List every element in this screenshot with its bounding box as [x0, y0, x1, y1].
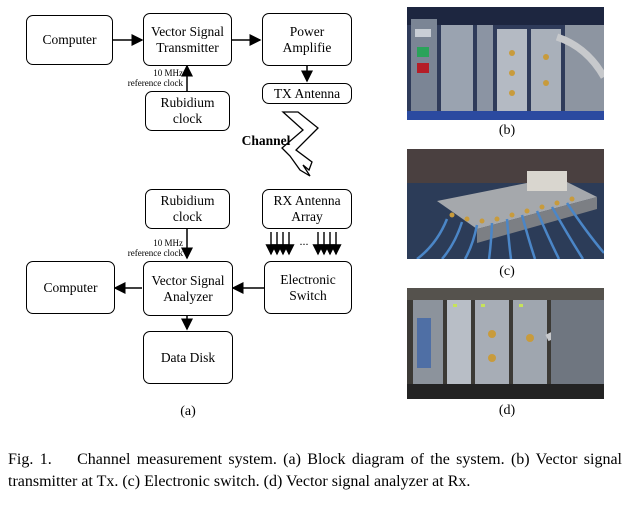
- ref-clock-rx-note: 10 MHz reference clock: [127, 238, 183, 258]
- computer-rx-box: Computer: [26, 261, 115, 314]
- rx-antenna-array-box: RX Antenna Array: [262, 189, 352, 229]
- vector-signal-analyzer-box: Vector Signal Analyzer: [143, 261, 233, 316]
- vsa-label: Vector Signal Analyzer: [151, 272, 225, 304]
- computer-tx-label: Computer: [42, 32, 97, 47]
- data-disk-box: Data Disk: [143, 331, 233, 384]
- electronic-switch-box: Electronic Switch: [264, 261, 352, 314]
- photo-d-label: (d): [498, 403, 516, 418]
- channel-lightning-arrow: [281, 111, 319, 177]
- channel-label: Channel: [241, 133, 291, 148]
- figure-caption: Fig. 1. Channel measurement system. (a) …: [8, 451, 626, 490]
- panel-a-label: (a): [180, 404, 196, 419]
- computer-tx-box: Computer: [26, 15, 113, 65]
- rubidium-rx-label: Rubidium clock: [160, 193, 215, 224]
- antenna-bundle-arrows: [265, 232, 342, 256]
- tx-antenna-box: TX Antenna: [262, 83, 352, 104]
- photo-vector-signal-transmitter: [407, 7, 604, 120]
- rx-antenna-label: RX Antenna Array: [273, 193, 341, 224]
- rubidium-tx-label: Rubidium clock: [160, 95, 215, 126]
- switch-label: Electronic Switch: [280, 271, 336, 303]
- rubidium-clock-rx-box: Rubidium clock: [145, 189, 230, 229]
- block-diagram-connectors: [113, 34, 342, 331]
- power-amplifier-box: Power Amplifie: [262, 13, 352, 66]
- photo-vector-signal-analyzer: [407, 288, 604, 399]
- rubidium-clock-tx-box: Rubidium clock: [145, 91, 230, 131]
- photo-b-label: (b): [498, 123, 516, 138]
- ref-clock-tx-note: 10 MHz reference clock: [127, 68, 183, 88]
- photo-electronic-switch: [407, 149, 604, 259]
- vector-signal-transmitter-box: Vector Signal Transmitter: [143, 13, 232, 66]
- photo-c-label: (c): [499, 264, 515, 279]
- tx-antenna-label: TX Antenna: [273, 85, 341, 101]
- power-amp-label: Power Amplifie: [282, 23, 332, 55]
- data-disk-label: Data Disk: [160, 349, 216, 365]
- computer-rx-label: Computer: [43, 279, 98, 295]
- vst-label: Vector Signal Transmitter: [150, 23, 225, 55]
- ellipsis-label: ...: [299, 234, 309, 248]
